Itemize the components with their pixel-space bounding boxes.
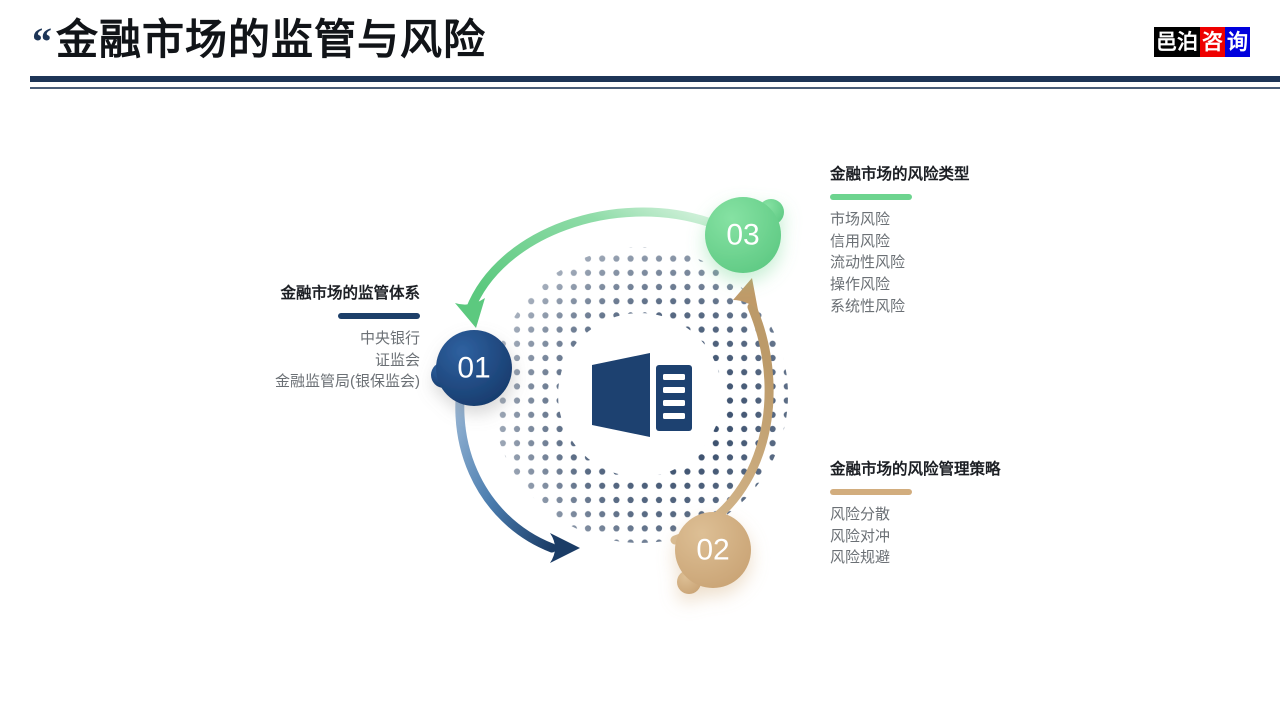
- list-item: 市场风险: [830, 211, 891, 229]
- list-item: 操作风险: [830, 275, 891, 293]
- block-risk-management-title: 金融市场的风险管理策略: [830, 461, 1001, 478]
- block-risk-management-list: 风险分散 风险对冲 风险规避: [830, 504, 1160, 569]
- cycle-node-03[interactable]: [705, 197, 784, 273]
- logo-segment-zi: 咨: [1200, 27, 1225, 57]
- block-risk-management: 金融市场的风险管理策略 风险分散 风险对冲 风险规避: [830, 460, 1160, 569]
- cycle-node-02-label: 02: [696, 534, 729, 567]
- report-document-icon: [592, 353, 692, 437]
- block-risk-types-bar: [830, 194, 912, 201]
- logo-segment-xun: 询: [1225, 27, 1250, 57]
- block-regulation-bar: [338, 313, 420, 320]
- block-regulation-title: 金融市场的监管体系: [280, 285, 420, 302]
- header-rule-thick: [30, 76, 1280, 82]
- block-risk-types: 金融市场的风险类型 市场风险 信用风险 流动性风险 操作风险 系统性风险: [830, 165, 1160, 317]
- cycle-node-03-label: 03: [726, 219, 759, 252]
- list-item: 中央银行: [359, 330, 420, 348]
- slide-header: “ 金融市场的监管与风险: [0, 0, 1280, 95]
- block-risk-types-title: 金融市场的风险类型: [830, 166, 970, 183]
- list-item: 系统性风险: [830, 297, 906, 315]
- cycle-diagram: 01 02 03: [400, 170, 880, 640]
- list-item: 风险规避: [830, 549, 891, 567]
- arrow-03-to-01: [455, 207, 713, 328]
- list-item: 流动性风险: [830, 254, 906, 272]
- block-regulation: 金融市场的监管体系 中央银行 证监会 金融监管局(银保监会): [130, 284, 420, 393]
- list-item: 风险分散: [830, 506, 891, 524]
- block-risk-management-bar: [830, 489, 912, 496]
- brand-logo: 邑泊 咨 询: [1154, 27, 1250, 57]
- list-item: 信用风险: [830, 232, 891, 250]
- list-item: 风险对冲: [830, 527, 891, 545]
- header-rule-thin: [30, 87, 1280, 89]
- quote-mark-icon: “: [32, 19, 52, 64]
- page-title: 金融市场的监管与风险: [56, 16, 487, 63]
- cycle-node-01-label: 01: [457, 352, 490, 385]
- logo-segment-yibo: 邑泊: [1154, 27, 1200, 57]
- cycle-node-01[interactable]: [431, 330, 512, 406]
- block-risk-types-list: 市场风险 信用风险 流动性风险 操作风险 系统性风险: [830, 209, 1160, 317]
- cycle-node-02[interactable]: [675, 512, 751, 594]
- list-item: 金融监管局(银保监会): [275, 373, 420, 391]
- list-item: 证监会: [374, 351, 420, 369]
- block-regulation-list: 中央银行 证监会 金融监管局(银保监会): [130, 328, 420, 393]
